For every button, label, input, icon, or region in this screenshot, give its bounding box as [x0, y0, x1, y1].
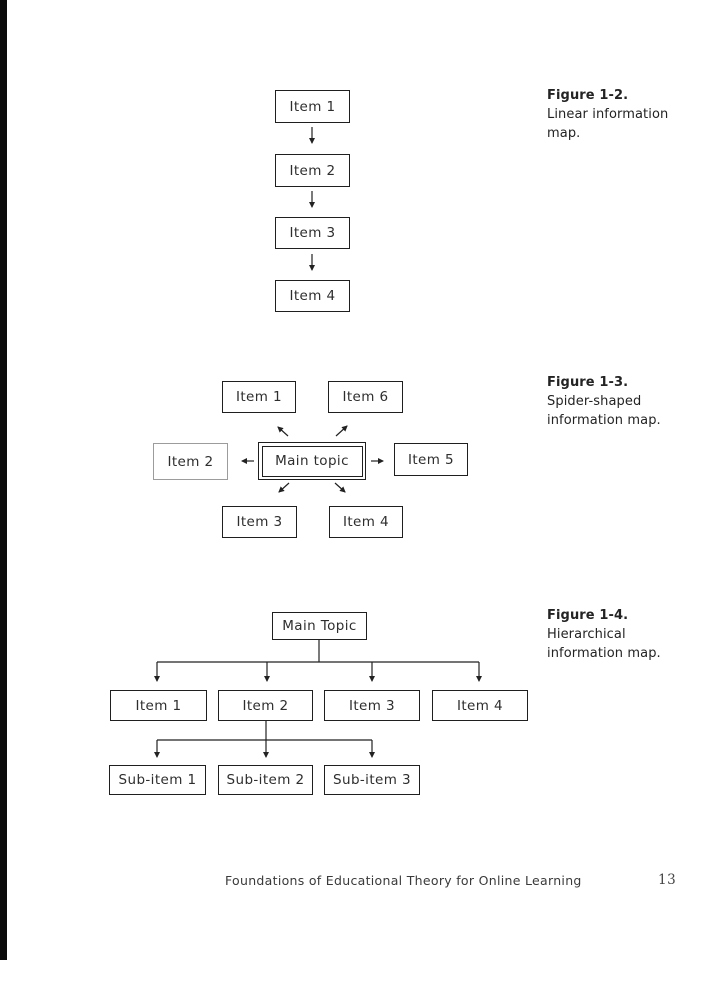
hierarchy-item-box-3: Item 3	[324, 690, 420, 721]
spider-item-box-2: Item 2	[153, 443, 228, 480]
spider-item-box-6: Item 6	[328, 381, 403, 413]
hierarchy-item-box-2: Item 2	[218, 690, 313, 721]
hierarchy-subitem-box-3: Sub-item 3	[324, 765, 420, 795]
hierarchy-subitem-box-2: Sub-item 2	[218, 765, 313, 795]
running-footer: Foundations of Educational Theory for On…	[225, 873, 582, 888]
hierarchy-item-box-1: Item 1	[110, 690, 207, 721]
linear-item-box-3: Item 3	[275, 217, 350, 249]
hierarchy-subitem-box-1: Sub-item 1	[109, 765, 206, 795]
figure-1-2-caption-line2: map.	[547, 126, 581, 141]
figure-1-3-caption-line1: Spider-shaped	[547, 394, 642, 409]
figure-1-2-caption: Figure 1-2. Linear information map.	[547, 86, 722, 143]
left-edge-bar	[0, 0, 7, 960]
spider-item-box-3: Item 3	[222, 506, 297, 538]
page-number: 13	[658, 872, 677, 888]
spider-item-box-4: Item 4	[329, 506, 403, 538]
linear-item-box-2: Item 2	[275, 154, 350, 187]
linear-item-box-4: Item 4	[275, 280, 350, 312]
figure-1-4-caption-line2: information map.	[547, 646, 661, 661]
spider-item-box-5: Item 5	[394, 443, 468, 476]
figure-1-3-caption: Figure 1-3. Spider-shaped information ma…	[547, 373, 722, 430]
figure-1-4-caption-line1: Hierarchical	[547, 627, 626, 642]
figure-1-4-caption-title: Figure 1-4.	[547, 608, 629, 623]
figure-1-3-caption-line2: information map.	[547, 413, 661, 428]
figure-1-2-caption-line1: Linear information	[547, 107, 669, 122]
figure-1-2-caption-title: Figure 1-2.	[547, 88, 629, 103]
spider-item-box-1: Item 1	[222, 381, 296, 413]
figure-1-3-caption-title: Figure 1-3.	[547, 375, 629, 390]
figure-1-4-caption: Figure 1-4. Hierarchical information map…	[547, 606, 722, 663]
hierarchy-main-topic-box: Main Topic	[272, 612, 367, 640]
linear-item-box-1: Item 1	[275, 90, 350, 123]
spider-main-topic-box: Main topic	[258, 442, 366, 480]
hierarchy-item-box-4: Item 4	[432, 690, 528, 721]
